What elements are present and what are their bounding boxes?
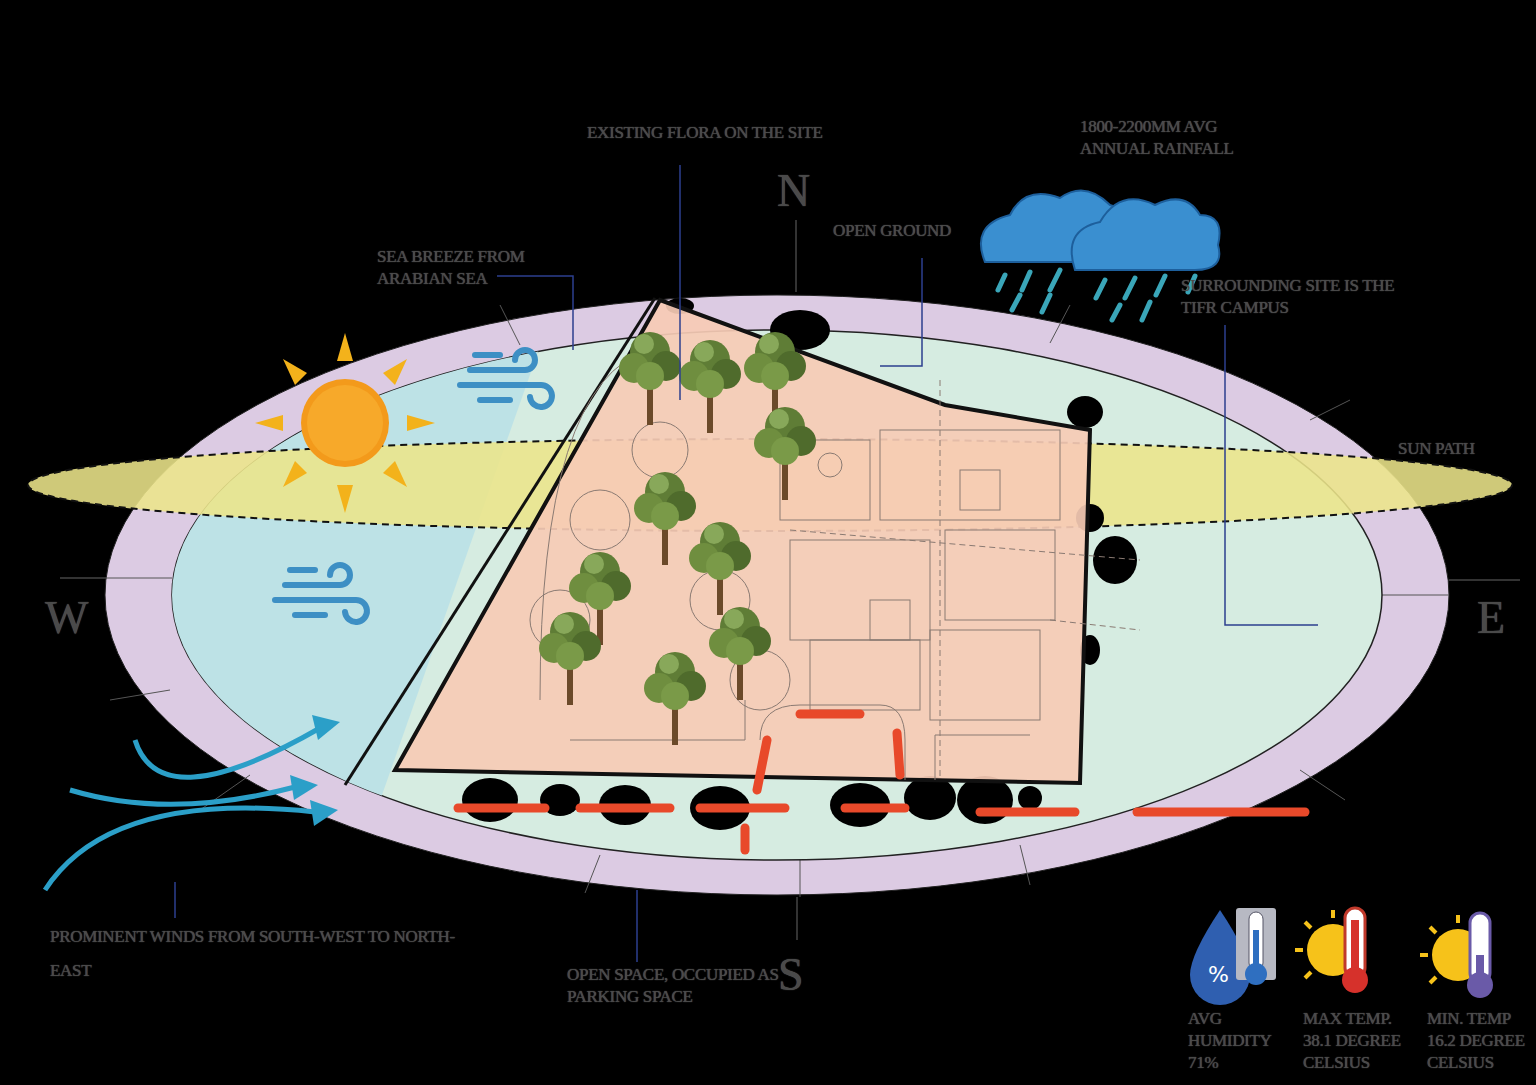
min-temp-label: MIN. TEMP 16.2 DEGREE CELSIUS <box>1427 1008 1532 1074</box>
humidity-label: AVG HUMIDITY 71% <box>1188 1008 1293 1074</box>
compass-west: W <box>45 595 105 641</box>
max-temp-label: MAX TEMP. 38.1 DEGREE CELSIUS <box>1303 1008 1418 1074</box>
compass-east: E <box>1477 595 1532 641</box>
callout-label: SURROUNDING SITE IS THE TIFR CAMPUS <box>1181 275 1431 319</box>
sun-path-label: SUN PATH <box>1398 438 1508 460</box>
callout-label: OPEN GROUND <box>833 220 993 242</box>
wind-label: PROMINENT WINDS FROM SOUTH-WEST TO NORTH… <box>50 920 480 988</box>
rainfall-label: 1800-2200MM AVG ANNUAL RAINFALL <box>1080 116 1270 160</box>
percent-glyph: % <box>1208 962 1229 987</box>
compass-north: N <box>777 168 827 214</box>
callout-label: EXISTING FLORA ON THE SITE <box>587 122 867 144</box>
compass-south: S <box>778 952 828 998</box>
callout-label: SEA BREEZE FROM ARABIAN SEA <box>377 246 552 290</box>
callout-label: OPEN SPACE, OCCUPIED AS PARKING SPACE <box>567 964 792 1008</box>
